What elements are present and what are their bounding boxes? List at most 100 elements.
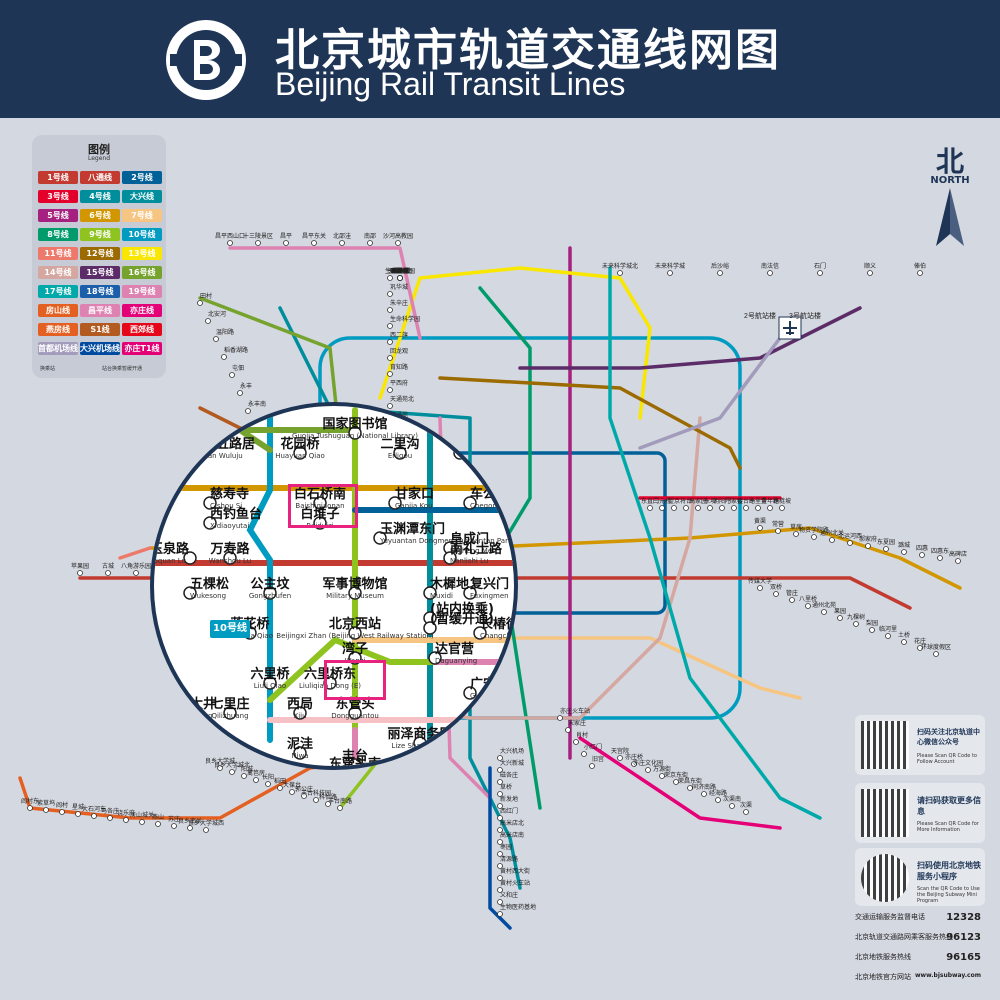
- station-label-east[interactable]: 郝家府: [859, 535, 877, 543]
- station-dot[interactable]: [387, 371, 393, 377]
- station-dot[interactable]: [217, 765, 223, 771]
- lens-station-dot[interactable]: [463, 716, 477, 730]
- station-dot[interactable]: [255, 240, 261, 246]
- station-label-north[interactable]: 后沙峪: [711, 262, 729, 270]
- lens-station-dot[interactable]: [423, 621, 437, 635]
- station-label-south[interactable]: 黄村西大街: [500, 867, 530, 875]
- station-label-southwest[interactable]: 饶乐府: [117, 809, 135, 817]
- station-dot[interactable]: [955, 558, 961, 564]
- station-label-north[interactable]: 顺义: [864, 263, 876, 270]
- station-dot[interactable]: [779, 505, 785, 511]
- lens-station-name[interactable]: 木樨地: [429, 576, 469, 592]
- station-label-southwest[interactable]: 良乡大学城北: [214, 761, 250, 769]
- lens-station-name[interactable]: 车公庄: [460, 436, 499, 452]
- station-label-southwest[interactable]: 马各庄: [101, 807, 119, 815]
- station-dot[interactable]: [387, 291, 393, 297]
- station-dot[interactable]: [245, 408, 251, 414]
- station-dot[interactable]: [755, 505, 761, 511]
- station-label-west[interactable]: 永丰南: [248, 400, 266, 408]
- airport-terminal-label[interactable]: 3号航站楼: [789, 311, 821, 320]
- station-dot[interactable]: [497, 755, 503, 761]
- station-label-east[interactable]: 东直门: [641, 497, 659, 505]
- station-label-southwest[interactable]: 房山城关: [130, 811, 154, 819]
- station-dot[interactable]: [91, 813, 97, 819]
- lens-station-name[interactable]: 玉渊潭东门: [380, 521, 445, 537]
- station-label-north[interactable]: 天通苑北: [390, 395, 414, 403]
- station-label-southwest[interactable]: 大葆台: [283, 781, 301, 789]
- station-dot[interactable]: [497, 827, 503, 833]
- lens-station-dot[interactable]: [313, 496, 327, 510]
- lens-station-name[interactable]: 白石桥南: [294, 486, 346, 502]
- station-dot[interactable]: [883, 546, 889, 552]
- station-label-north[interactable]: 天通苑南: [388, 267, 412, 275]
- station-label-southwest[interactable]: 紫草坞: [37, 799, 55, 807]
- station-dot[interactable]: [107, 815, 113, 821]
- station-label-west[interactable]: 八角游乐园: [121, 562, 151, 570]
- lens-station-name[interactable]: 五棵松: [190, 576, 229, 592]
- station-dot[interactable]: [695, 505, 701, 511]
- station-dot[interactable]: [617, 755, 623, 761]
- station-label-southwest[interactable]: 良乡大学城: [205, 757, 235, 765]
- station-dot[interactable]: [673, 779, 679, 785]
- station-dot[interactable]: [241, 773, 247, 779]
- station-dot[interactable]: [77, 570, 83, 576]
- station-label-north[interactable]: 回龙观: [390, 347, 408, 355]
- lens-station-dot[interactable]: [348, 626, 362, 640]
- station-dot[interactable]: [221, 354, 227, 360]
- station-dot[interactable]: [205, 318, 211, 324]
- station-label-east[interactable]: 十里堡: [749, 497, 767, 505]
- station-label-southwest[interactable]: 阎村: [56, 801, 68, 809]
- lens-station-dot[interactable]: [293, 746, 307, 760]
- lens-station-dot[interactable]: [423, 586, 437, 600]
- station-label-north[interactable]: 未来科学城: [655, 262, 685, 270]
- station-dot[interactable]: [789, 597, 795, 603]
- station-dot[interactable]: [865, 543, 871, 549]
- station-label-south[interactable]: 清源路: [500, 855, 518, 863]
- station-dot[interactable]: [325, 801, 331, 807]
- lens-station-name[interactable]: 二里沟: [380, 436, 419, 452]
- station-dot[interactable]: [917, 270, 923, 276]
- station-label-southwest[interactable]: 篱笆房: [247, 769, 265, 777]
- station-label-southwest[interactable]: 长阳: [262, 773, 274, 781]
- station-label-east[interactable]: 潞城: [898, 541, 910, 549]
- station-dot[interactable]: [885, 633, 891, 639]
- lens-station-dot[interactable]: [183, 706, 197, 720]
- station-label-north[interactable]: 南法信: [761, 262, 779, 270]
- station-dot[interactable]: [337, 805, 343, 811]
- station-dot[interactable]: [497, 767, 503, 773]
- station-dot[interactable]: [573, 739, 579, 745]
- station-dot[interactable]: [869, 627, 875, 633]
- station-dot[interactable]: [829, 537, 835, 543]
- lens-station-name[interactable]: 万寿路: [209, 541, 250, 557]
- station-label-east[interactable]: 褡裢坡: [773, 497, 791, 505]
- qr-code-icon[interactable]: [861, 854, 909, 902]
- station-dot[interactable]: [773, 591, 779, 597]
- station-dot[interactable]: [387, 403, 393, 409]
- lens-station-dot[interactable]: [293, 446, 307, 460]
- station-label-south[interactable]: 肖村: [576, 731, 588, 739]
- lens-station-dot[interactable]: [293, 706, 307, 720]
- station-label-east[interactable]: 三元桥: [653, 497, 671, 505]
- lens-station-dot[interactable]: [463, 586, 477, 600]
- station-dot[interactable]: [313, 797, 319, 803]
- station-label-north[interactable]: 朱辛庄: [390, 299, 408, 307]
- station-dot[interactable]: [847, 540, 853, 546]
- station-label-south[interactable]: 荣昌东街: [678, 777, 702, 785]
- station-dot[interactable]: [793, 531, 799, 537]
- station-label-east[interactable]: 九棵树: [847, 613, 865, 621]
- lens-station-dot[interactable]: [473, 626, 487, 640]
- station-label-north[interactable]: 昌平东关: [302, 232, 326, 240]
- station-dot[interactable]: [497, 839, 503, 845]
- station-dot[interactable]: [497, 911, 503, 917]
- lens-station-name[interactable]: 七里庄: [210, 696, 249, 712]
- station-label-north[interactable]: 立水桥: [391, 267, 409, 275]
- lens-station-name[interactable]: 国家图书馆: [322, 416, 387, 432]
- station-dot[interactable]: [387, 355, 393, 361]
- station-label-east[interactable]: 双桥: [770, 583, 782, 591]
- station-label-southwest[interactable]: 丰台科技园: [301, 789, 331, 797]
- lens-station-dot[interactable]: [463, 686, 477, 700]
- station-label-north[interactable]: 霍营: [394, 267, 406, 275]
- station-label-southwest[interactable]: 广阳城: [235, 765, 253, 773]
- station-dot[interactable]: [853, 621, 859, 627]
- station-dot[interactable]: [757, 585, 763, 591]
